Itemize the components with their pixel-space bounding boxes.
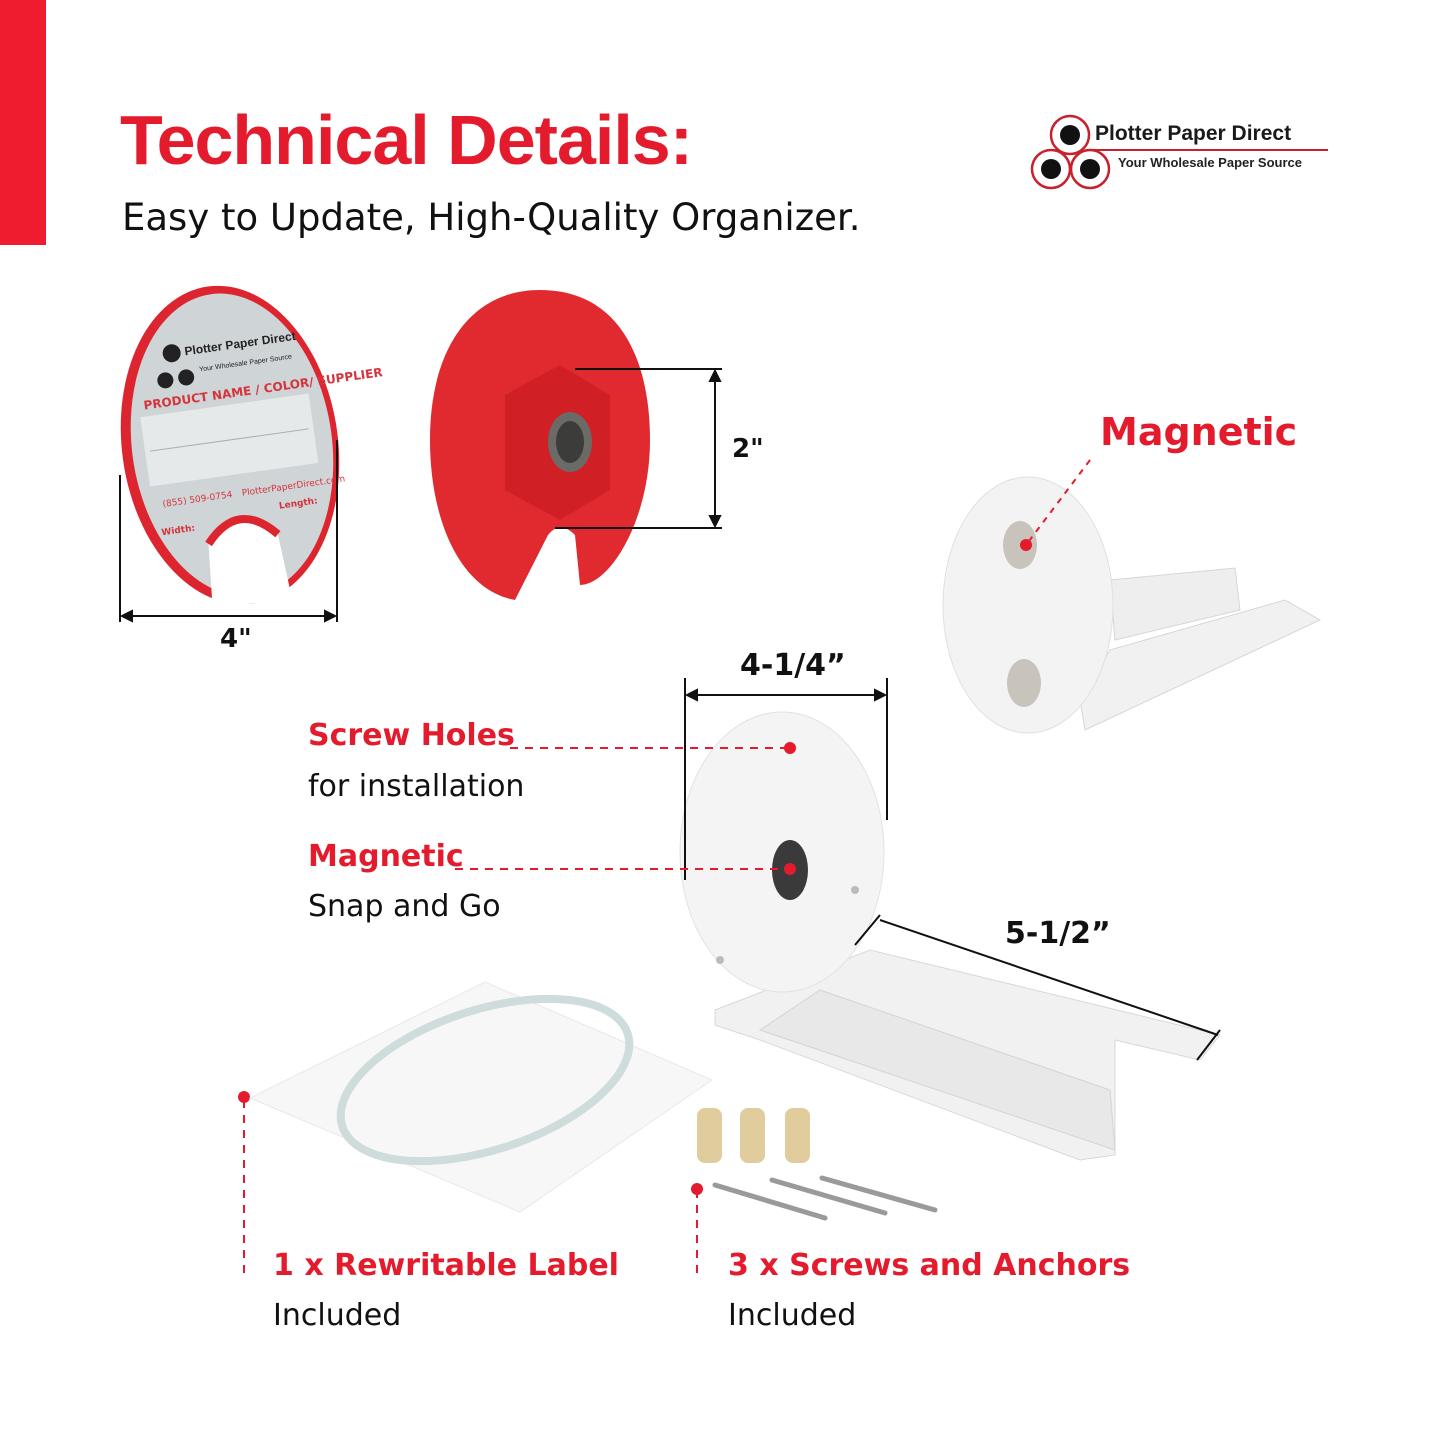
label-width: Width: [161,524,196,539]
label-included-title: 1 x Rewritable Label [273,1248,619,1283]
magnetic-text: Snap and Go [308,889,501,924]
holder-width-dimension [684,678,888,880]
page-subtitle: Easy to Update, High-Quality Organizer. [122,196,861,239]
height-dimension-line [555,368,722,529]
logo-name: Plotter Paper Direct [1095,122,1292,145]
page-title: Technical Details: [120,101,693,179]
logo-tagline: Your Wholesale Paper Source [1118,155,1302,170]
brand-logo: Plotter Paper Direct Your Wholesale Pape… [1030,114,1340,194]
label-sheet [248,981,714,1213]
screws-included-text: Included [728,1298,857,1333]
disc-height-value: 2" [732,434,764,464]
holder-width-value: 4-1/4” [740,648,846,683]
red-magnetic-disc [430,290,650,600]
label-included-text: Included [273,1298,402,1333]
rail-length-value: 5-1/2” [1005,916,1111,951]
magnetic-top-callout: Magnetic [1100,410,1298,454]
rail-length-dimension [854,914,1221,1061]
width-dimension-line [119,440,338,623]
holder-front-view [679,711,1221,1161]
red-accent-bar [0,0,46,245]
screw-holes-text: for installation [308,769,525,804]
screw-holes-title: Screw Holes [308,718,515,753]
logo-rolls-icon [1030,114,1328,190]
holder-back-view [942,459,1322,734]
magnetic-title: Magnetic [308,839,464,874]
screws-and-anchors [697,1108,938,1221]
label-width-value: 4" [220,624,252,654]
callout-leaders [243,747,790,1280]
callout-dots [238,742,796,1195]
rewritable-label-disc: Plotter Paper Direct Your Wholesale Pape… [120,285,383,610]
screws-included-title: 3 x Screws and Anchors [728,1248,1131,1283]
